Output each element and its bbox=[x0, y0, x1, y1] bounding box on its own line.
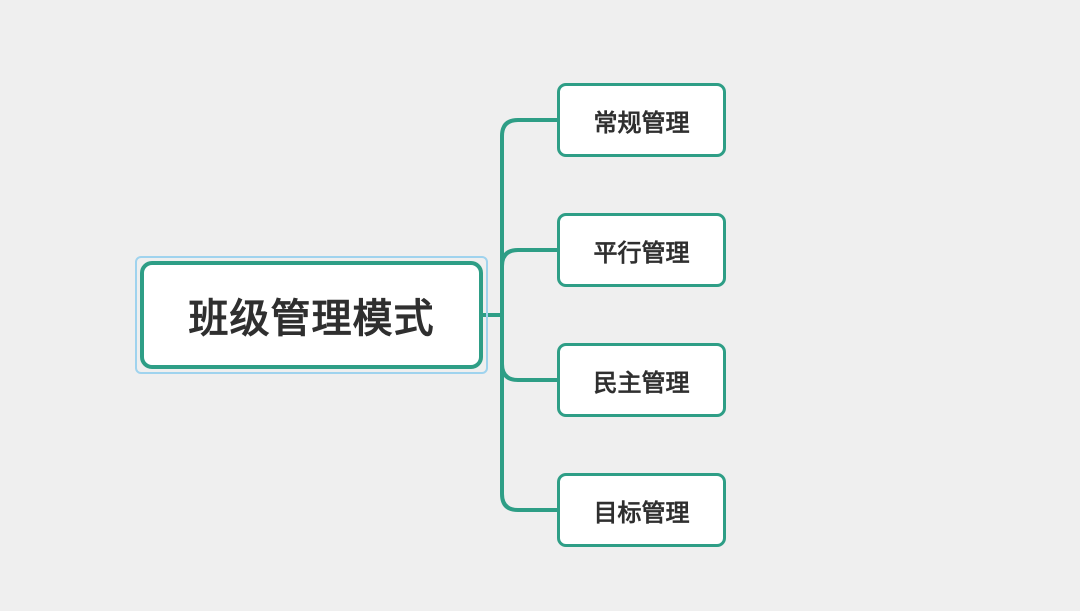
child-node-3[interactable]: 民主管理 bbox=[557, 343, 726, 417]
child-label-4: 目标管理 bbox=[593, 498, 690, 527]
branch-connector-2 bbox=[500, 248, 559, 317]
branch-connector-4 bbox=[500, 313, 559, 512]
root-label: 班级管理模式 bbox=[188, 296, 435, 342]
child-label-2: 平行管理 bbox=[593, 238, 690, 267]
child-label-1: 常规管理 bbox=[593, 108, 690, 137]
branch-connector-1 bbox=[500, 118, 559, 317]
selection-frame bbox=[135, 256, 488, 374]
branch-connector-3 bbox=[500, 313, 559, 382]
child-node-1[interactable]: 常规管理 bbox=[557, 83, 726, 157]
child-node-2[interactable]: 平行管理 bbox=[557, 213, 726, 287]
child-label-3: 民主管理 bbox=[593, 368, 690, 397]
child-node-4[interactable]: 目标管理 bbox=[557, 473, 726, 547]
root-node[interactable]: 班级管理模式 bbox=[140, 261, 483, 369]
